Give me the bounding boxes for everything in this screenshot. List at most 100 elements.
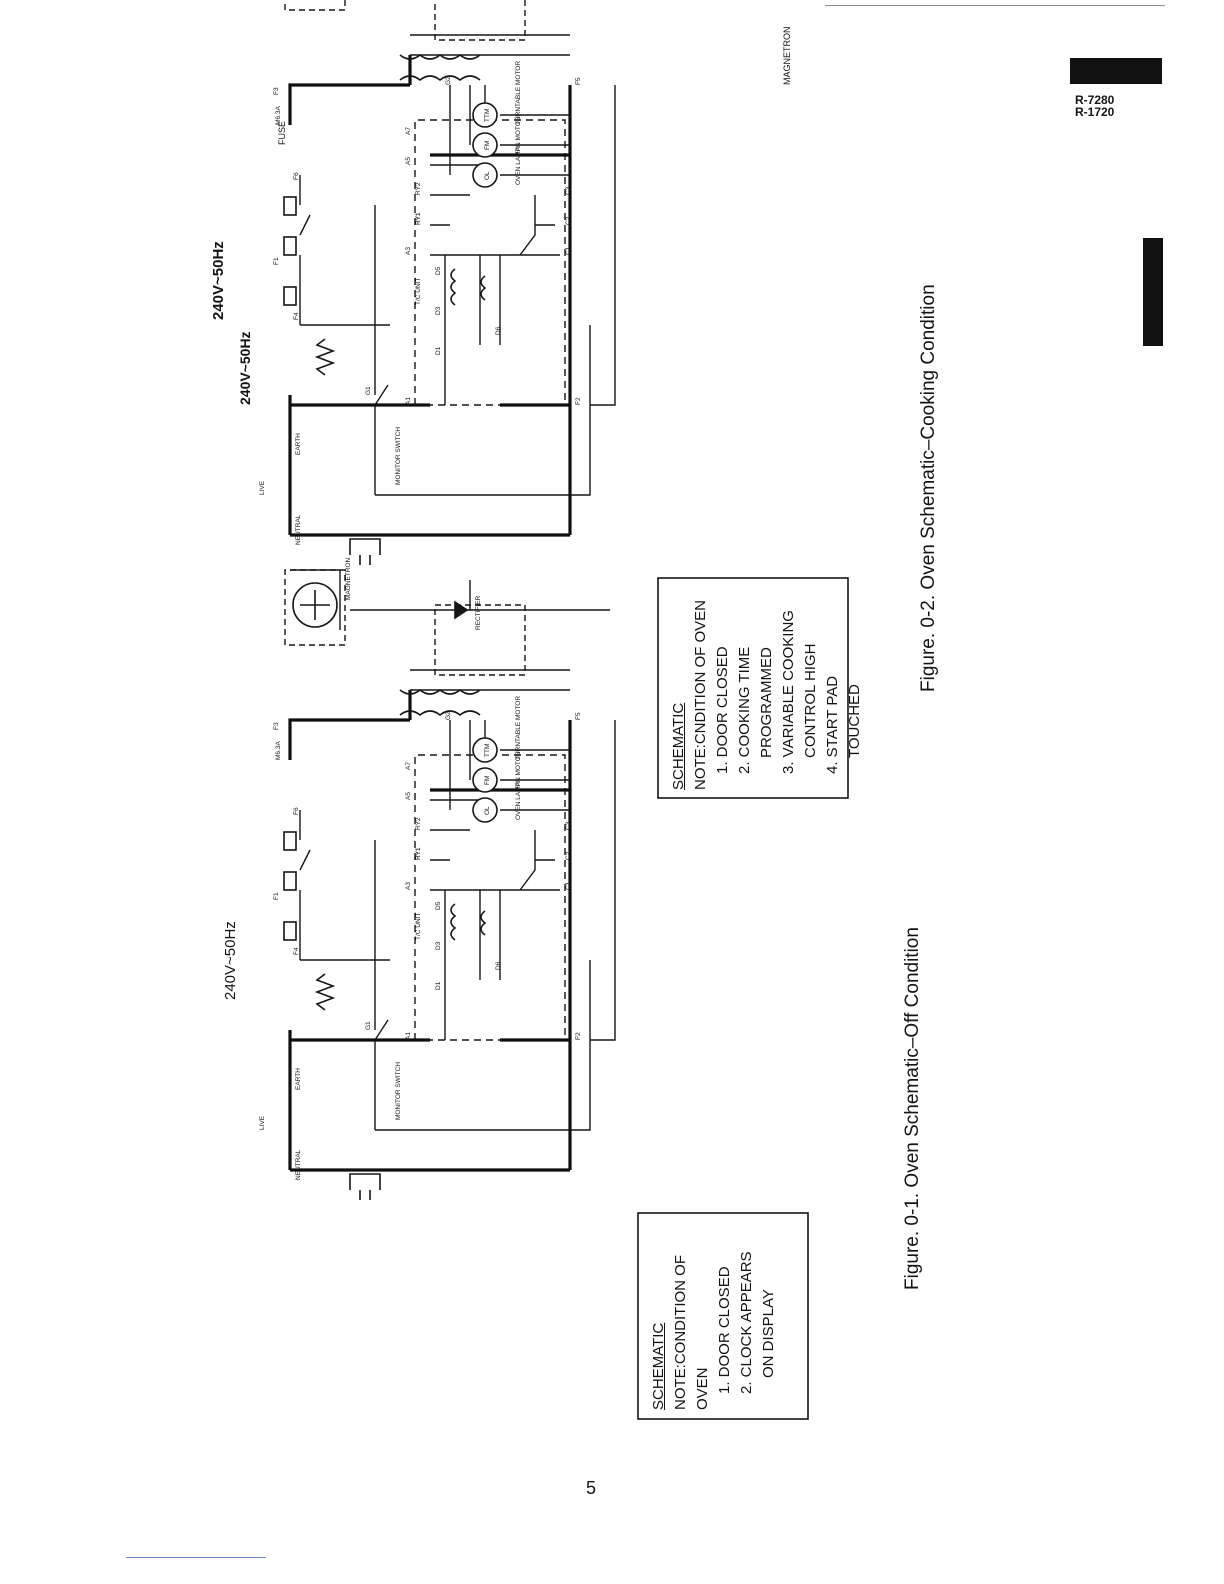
label-a3: A3 xyxy=(405,882,412,890)
label-ol: OL xyxy=(484,806,491,815)
label-oven-lamp: OVEN LAMP xyxy=(515,147,522,185)
label-a5: A5 xyxy=(405,792,412,800)
label-tm: TTM xyxy=(484,744,491,757)
label-ol: OL xyxy=(484,171,491,180)
model-number: R-7280 xyxy=(1075,93,1115,107)
label-ry1: RY1 xyxy=(415,212,422,225)
label-earth: EARTH xyxy=(295,1068,302,1090)
note-title: SCHEMATIC xyxy=(650,1322,667,1410)
note-heading: NOTE:CNDITION OF OVEN xyxy=(692,599,709,790)
model-number: R-1720 xyxy=(1075,105,1115,119)
label-magnetron: MAGNETRON xyxy=(782,27,792,86)
label-f5: F5 xyxy=(575,712,582,720)
label-d3: D3 xyxy=(435,941,442,950)
label-g1: G1 xyxy=(365,386,372,395)
note-item: 2. CLOCK APPEARS xyxy=(738,1251,755,1394)
label-ry2: RY2 xyxy=(415,182,422,195)
schematic-cooking: FUSE 240V~50Hz MAGNETRON xyxy=(237,0,792,566)
label-ry1: RY1 xyxy=(415,847,422,860)
label-d5: D5 xyxy=(435,266,442,275)
note-heading: NOTE:CONDITION OF OVEN xyxy=(672,1255,711,1410)
note-item: CONTROL HIGH xyxy=(802,643,819,758)
label-d6: D6 xyxy=(495,326,502,335)
label-f3: F3 xyxy=(273,87,280,95)
figure-caption-cooking: Figure. 0-2. Oven Schematic–Cooking Cond… xyxy=(918,284,939,692)
note-item: 1. DOOR CLOSED xyxy=(714,646,731,774)
bottom-rule xyxy=(126,1557,266,1558)
note-item: TOUCHED xyxy=(846,684,863,758)
label-fm: FM xyxy=(484,776,491,785)
label-f1: F1 xyxy=(273,257,280,265)
label-tc-unit: T/C UNIT xyxy=(415,913,422,940)
note-item: 3. VARIABLE COOKING xyxy=(780,610,797,774)
label-f6: F6 xyxy=(293,807,300,815)
label-f3: F3 xyxy=(273,722,280,730)
label-g1: G1 xyxy=(365,1021,372,1030)
label-fm: FM xyxy=(484,141,491,150)
label-d3: D3 xyxy=(435,306,442,315)
label-f4: F4 xyxy=(293,947,300,955)
label-live: LIVE xyxy=(259,1115,266,1130)
label-ry1: RY1 xyxy=(415,847,422,860)
note-item: 2. COOKING TIME xyxy=(736,646,753,774)
label-fuse-rating: M6.3A xyxy=(275,106,282,125)
section-tab-marker xyxy=(1070,58,1162,84)
label-earth: EARTH xyxy=(295,433,302,455)
top-rule xyxy=(825,5,1165,6)
label-fuse-rating: M6.3A xyxy=(275,741,282,760)
label-monitor-switch: MONITOR SWITCH xyxy=(395,1062,402,1120)
label-c1: C1 xyxy=(565,881,572,890)
label-c3: C3 xyxy=(565,821,572,830)
label-c2: C2 xyxy=(565,851,572,860)
label-tc-unit: T/C UNIT xyxy=(415,278,422,305)
label-tm: TTM xyxy=(484,109,491,122)
component-labels: LIVE EARTH NEUTRAL M6.3A MONITOR SWITCH T/C U… xyxy=(259,557,582,1180)
label-f5: F5 xyxy=(575,77,582,85)
note-item: PROGRAMMED xyxy=(758,647,775,758)
label-a7: A7 xyxy=(405,127,412,135)
label-d1: D1 xyxy=(435,981,442,990)
label-d5: D5 xyxy=(435,901,442,910)
label-f1: F1 xyxy=(273,892,280,900)
label-a5: A5 xyxy=(405,157,412,165)
page-number: 5 xyxy=(586,1478,597,1498)
label-f6: F6 xyxy=(293,172,300,180)
note-cooking: SCHEMATIC NOTE:CNDITION OF OVEN 1. DOOR … xyxy=(668,580,866,790)
label-fuse: FUSE xyxy=(277,121,287,145)
label-oven-lamp: OVEN LAMP xyxy=(515,782,522,820)
label-f2: F2 xyxy=(575,397,582,405)
label-ry1: RY1 xyxy=(415,212,422,225)
figure-cooking-condition: FUSE 240V~50Hz MAGNETRON xyxy=(237,0,792,566)
note-item: 4. START PAD xyxy=(824,675,841,774)
note-item: 1. DOOR CLOSED xyxy=(716,1266,733,1394)
note-item: ON DISPLAY xyxy=(760,1289,777,1378)
label-a7: A7 xyxy=(405,762,412,770)
label-live: LIVE xyxy=(259,480,266,495)
label-rectifier: RECTIFIER xyxy=(475,595,482,630)
label-g2: G2 xyxy=(445,76,452,85)
label-f2: F2 xyxy=(575,1032,582,1040)
label-fan-motor: FAN MOTOR xyxy=(515,751,522,790)
label-neutral: NEUTRAL xyxy=(295,1149,302,1180)
label-a1: A1 xyxy=(405,397,412,405)
label-c1: C1 xyxy=(565,246,572,255)
label-ry2: RY2 xyxy=(415,817,422,830)
label-turntable-motor: TURNTABLE MOTOR xyxy=(515,61,522,125)
label-g2: G2 xyxy=(445,711,452,720)
label-a1: A1 xyxy=(405,1032,412,1040)
supply-voltage: 240V~50Hz xyxy=(237,331,253,405)
label-c3: C3 xyxy=(565,186,572,195)
note-title: SCHEMATIC xyxy=(670,702,687,790)
side-tab-marker xyxy=(1143,238,1163,346)
label-monitor-switch: MONITOR SWITCH xyxy=(395,427,402,485)
supply-label-cooking: 240V~50Hz xyxy=(210,241,227,320)
label-fan-motor: FAN MOTOR xyxy=(515,116,522,155)
label-a3: A3 xyxy=(405,247,412,255)
label-d1: D1 xyxy=(435,346,442,355)
figure-caption-off: Figure. 0-1. Oven Schematic–Off Conditio… xyxy=(902,927,923,1290)
label-d6: D6 xyxy=(495,961,502,970)
note-off: SCHEMATIC NOTE:CONDITION OF OVEN 1. DOOR… xyxy=(648,1220,780,1410)
model-numbers: R-7280 R-1720 xyxy=(1075,94,1114,118)
